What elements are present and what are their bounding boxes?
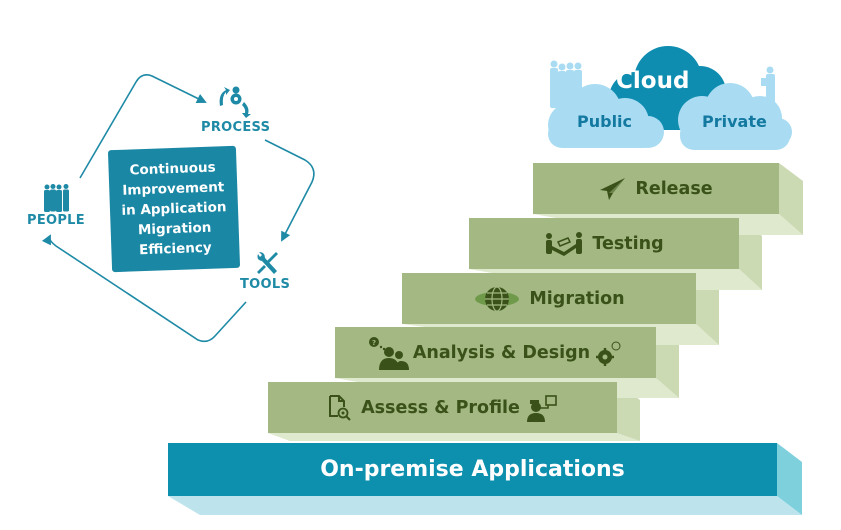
step-assess-top bbox=[268, 433, 640, 441]
tools-icon bbox=[257, 252, 278, 274]
users-question-icon: ? bbox=[368, 336, 409, 370]
arrow-tools-to-people bbox=[41, 234, 247, 343]
step-migration-top bbox=[402, 324, 719, 345]
step-migration-side bbox=[696, 273, 719, 345]
base-side bbox=[777, 443, 802, 515]
step-label: Assess & Profile bbox=[361, 397, 520, 418]
step-migration: Migration bbox=[402, 273, 696, 324]
cloud-title: Cloud bbox=[616, 68, 690, 94]
base-bottom bbox=[168, 496, 802, 515]
gears-cycle-icon bbox=[219, 86, 251, 118]
cloud-graphic bbox=[548, 46, 792, 150]
step-analysis-design: ? Analysis & Design bbox=[335, 327, 656, 378]
step-release-top bbox=[533, 214, 803, 235]
step-release: Release bbox=[533, 163, 779, 214]
base-label: On-premise Applications bbox=[320, 457, 625, 482]
people-label: PEOPLE bbox=[27, 213, 85, 228]
paper-plane-icon bbox=[600, 177, 626, 200]
svg-text:?: ? bbox=[372, 339, 376, 347]
document-search-icon bbox=[329, 394, 351, 421]
step-testing-top bbox=[469, 269, 762, 290]
step-assess-profile: Assess & Profile bbox=[268, 382, 617, 433]
step-testing-side bbox=[739, 218, 762, 290]
step-label: Analysis & Design bbox=[412, 342, 591, 363]
step-label: Testing bbox=[592, 233, 664, 254]
arrow-process-to-tools bbox=[264, 139, 315, 242]
public-cloud-label: Public bbox=[577, 112, 633, 131]
step-testing: Testing bbox=[469, 218, 739, 269]
gears-icon bbox=[596, 341, 621, 366]
step-release-side bbox=[779, 163, 803, 235]
step-label: Migration bbox=[529, 288, 625, 309]
step-label: Release bbox=[635, 178, 713, 199]
arrow-people-to-process bbox=[79, 74, 207, 179]
cloud-public bbox=[548, 84, 664, 148]
cloud-private bbox=[678, 83, 792, 150]
people-group-icon bbox=[44, 184, 69, 212]
testers-icon bbox=[546, 231, 583, 256]
user-screens-icon bbox=[526, 394, 557, 422]
on-premise-applications-base: On-premise Applications bbox=[168, 443, 777, 496]
process-label: PROCESS bbox=[201, 120, 271, 135]
private-cloud-label: Private bbox=[702, 112, 767, 131]
globe-orbit-icon bbox=[475, 285, 520, 312]
tools-label: TOOLS bbox=[240, 277, 291, 292]
